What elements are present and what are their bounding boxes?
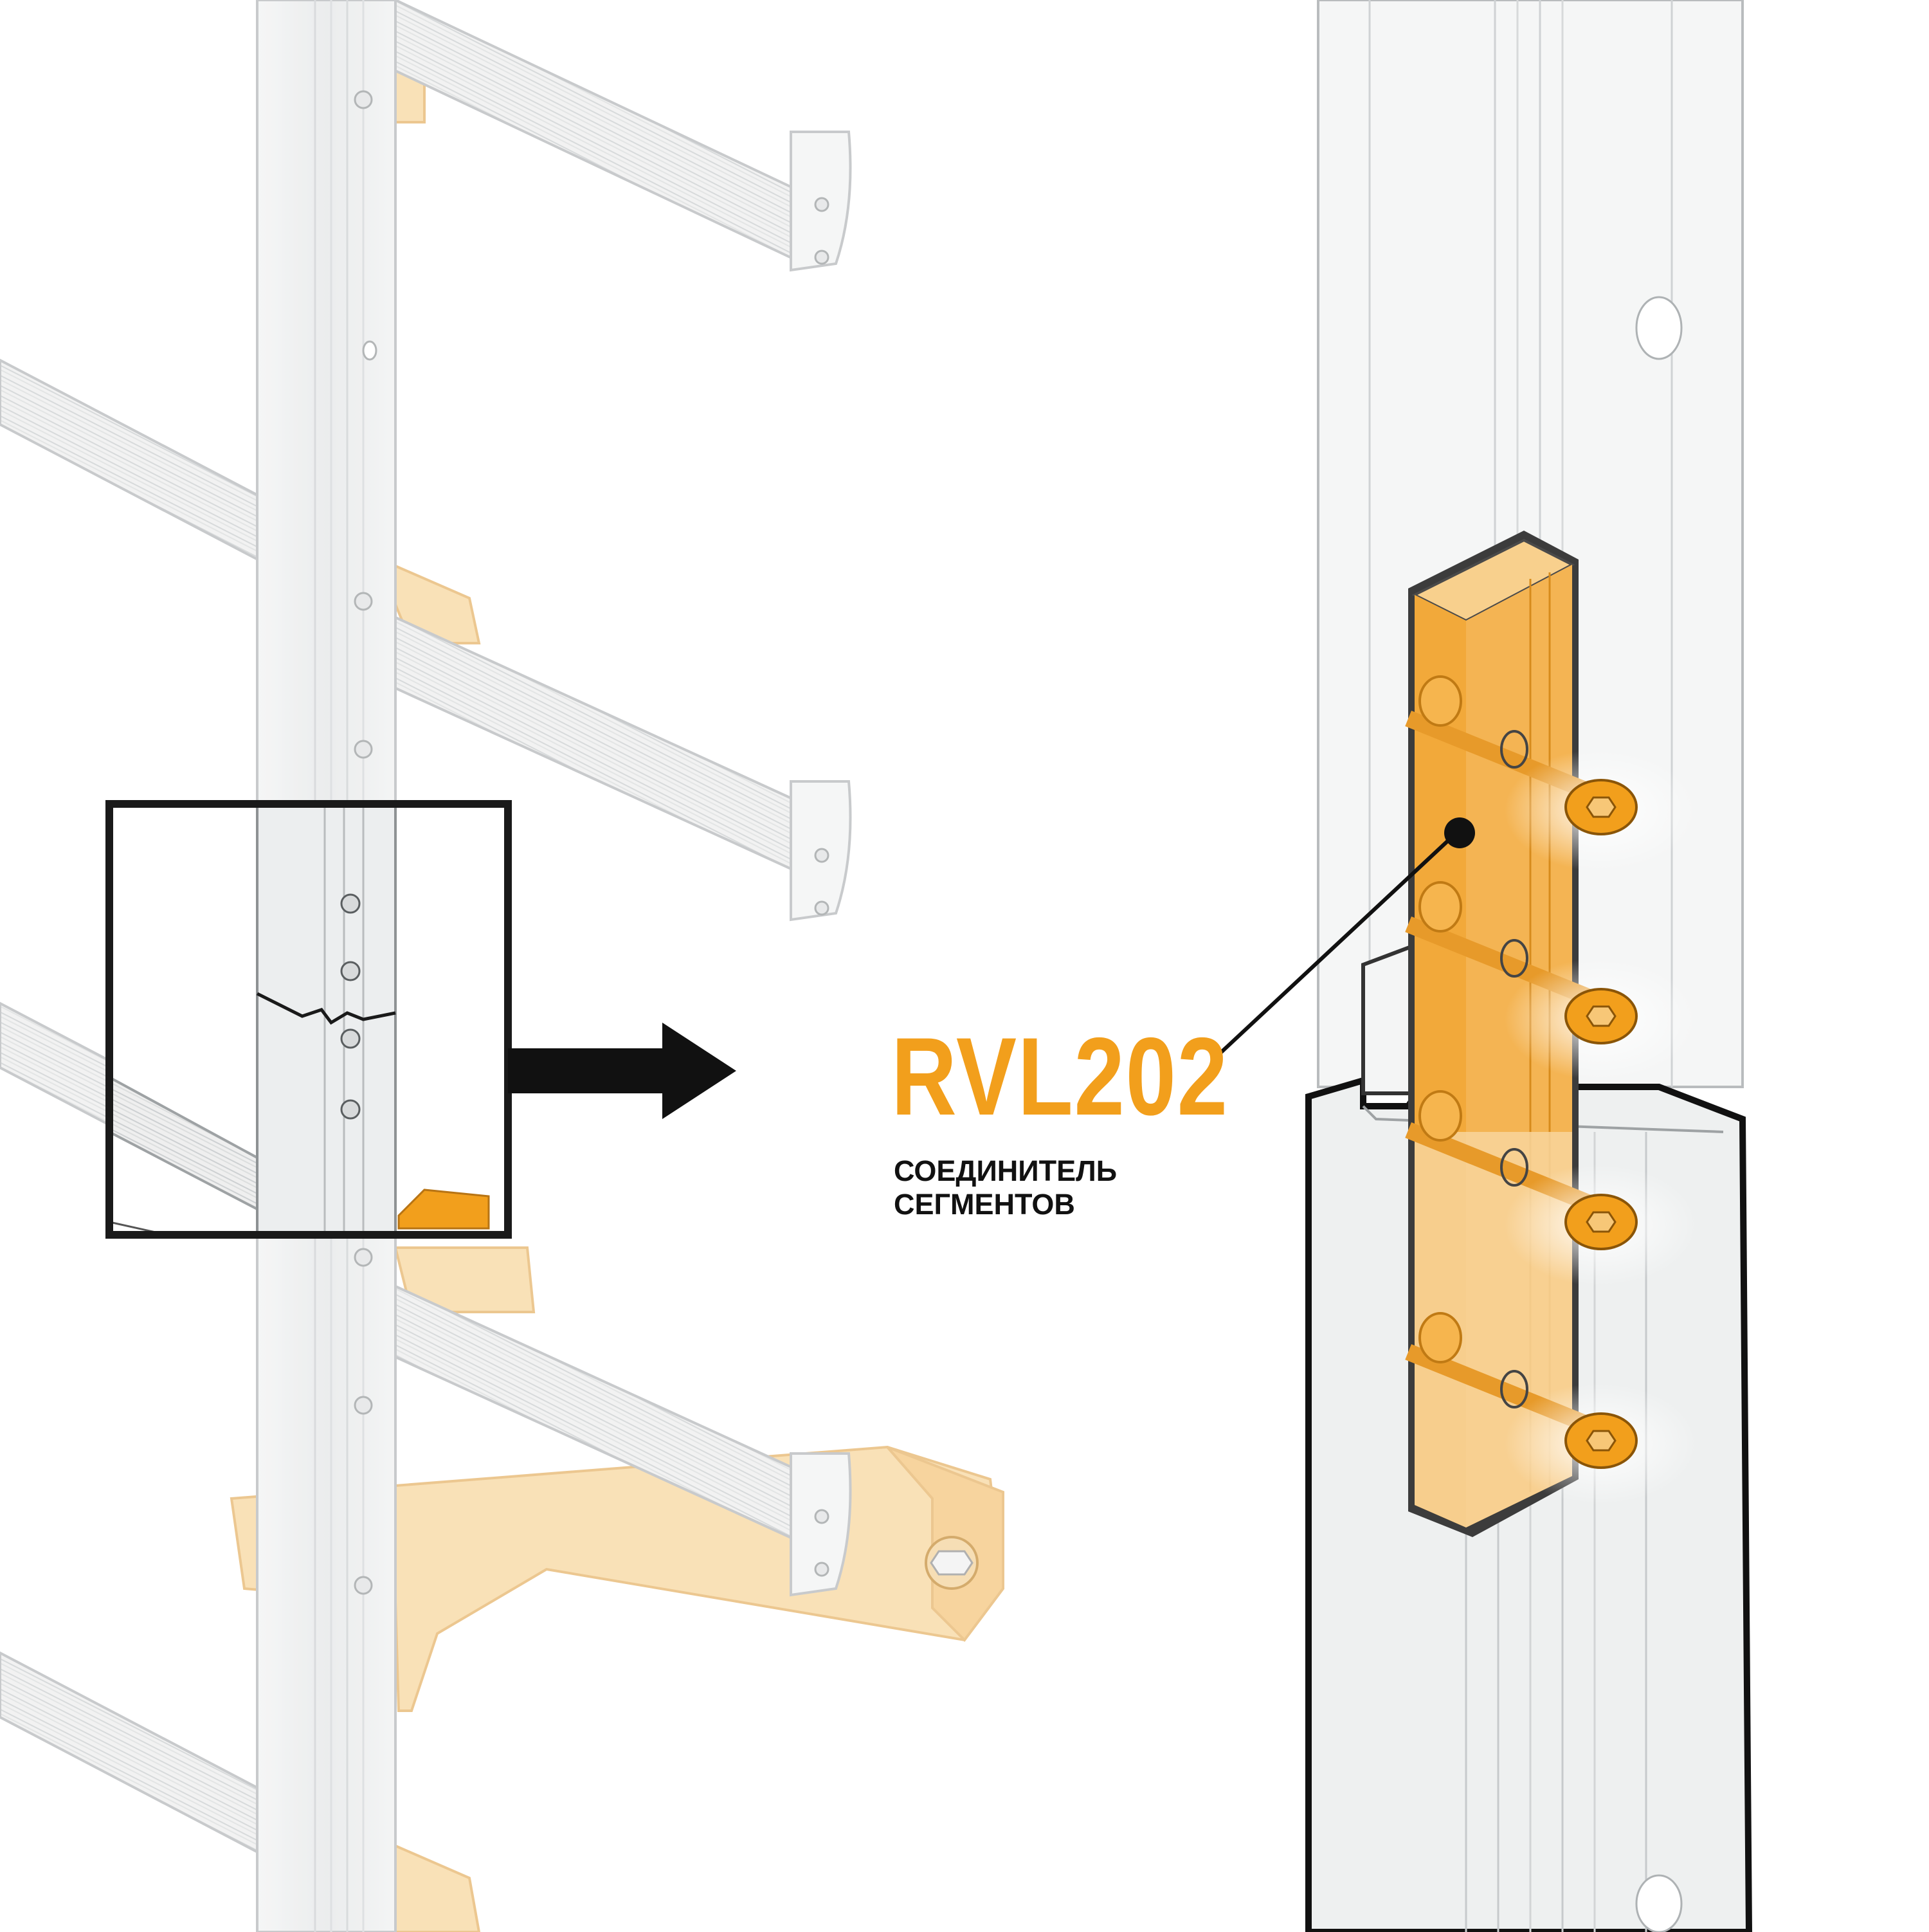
rail-bolt xyxy=(354,90,829,1595)
product-code: RVL202 xyxy=(891,1015,1229,1138)
rail-clip xyxy=(1361,942,1417,1095)
connector-bolt xyxy=(1405,675,1698,1505)
caption-line-1: СОЕДИНИТЕЛЬ xyxy=(894,1154,1118,1187)
rung-right xyxy=(394,0,852,1597)
bracket-bolt-icon xyxy=(925,1536,979,1590)
right-arrow-icon xyxy=(508,1023,736,1119)
product-caption: СОЕДИНИТЕЛЬ СЕГМЕНТОВ xyxy=(894,1154,1117,1221)
detail-inset xyxy=(105,800,512,1239)
leader-dot-icon xyxy=(1444,817,1475,848)
caption-line-2: СЕГМЕНТОВ xyxy=(894,1188,1075,1221)
inset-bolt xyxy=(340,893,361,1120)
leader-line xyxy=(1217,817,1475,1057)
